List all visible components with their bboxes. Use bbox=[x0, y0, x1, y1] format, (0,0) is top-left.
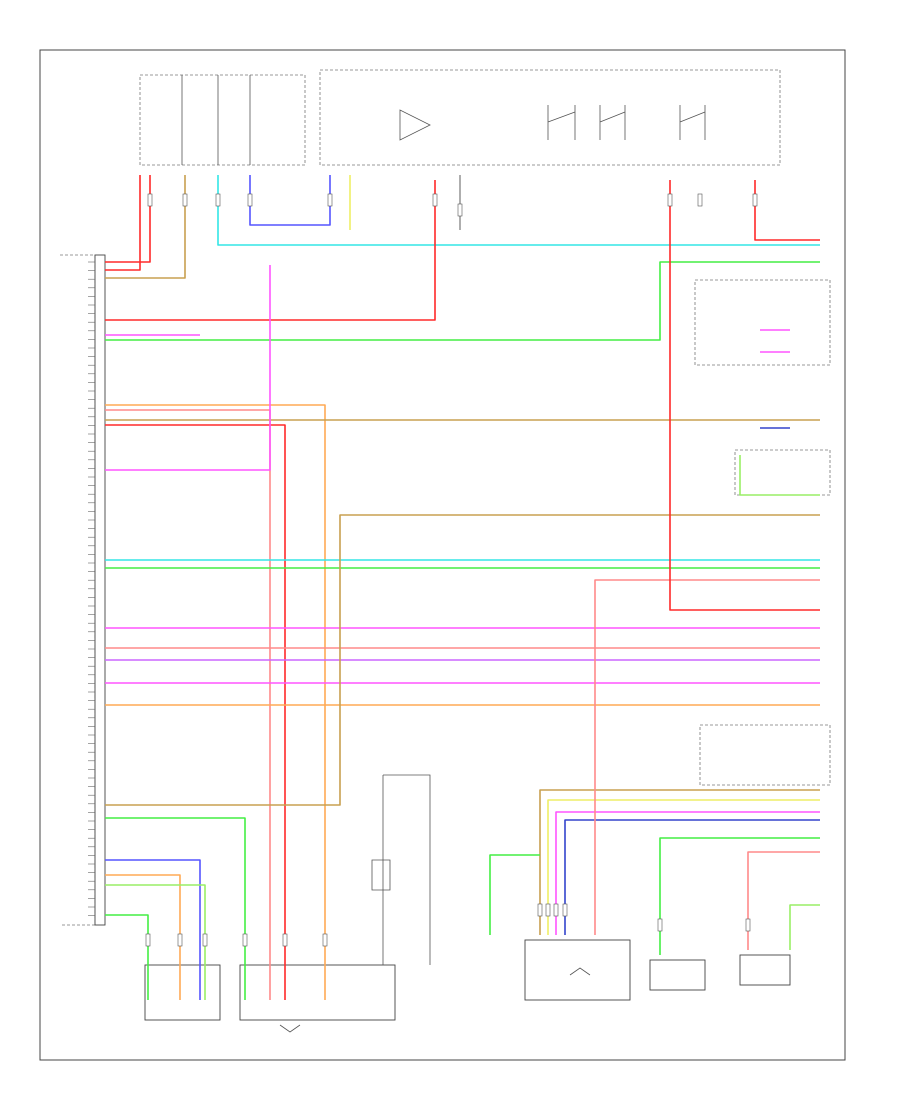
wire-cyan-top bbox=[217, 175, 820, 246]
connector-icon bbox=[247, 193, 253, 207]
connector-icon bbox=[147, 193, 153, 207]
ecm-pin-ticks bbox=[88, 261, 95, 916]
wire-magenta-right-module bbox=[760, 329, 790, 353]
wire-lightgreen-right bbox=[739, 455, 820, 496]
wire-pink-sensor2 bbox=[747, 851, 820, 950]
diagram-frame bbox=[39, 49, 846, 1061]
ground-icon bbox=[279, 1024, 301, 1033]
connector-icon bbox=[537, 903, 543, 917]
wire-green-sensor bbox=[105, 914, 149, 1000]
connector-icon bbox=[242, 933, 248, 947]
wire-green-top bbox=[105, 261, 820, 341]
connector-icon bbox=[177, 933, 183, 947]
right-modules bbox=[694, 279, 831, 786]
wire-red-top-1 bbox=[105, 175, 151, 263]
switch-icon bbox=[569, 967, 591, 976]
connector-icon bbox=[215, 193, 221, 207]
wire-pink-solenoid bbox=[594, 579, 820, 935]
connector-icon bbox=[553, 903, 559, 917]
right-module-lower-outline bbox=[699, 724, 831, 786]
wire-lightgreen-down bbox=[105, 884, 206, 1000]
speed-sensor-1 bbox=[649, 959, 706, 991]
relay-switch-3-icon bbox=[599, 105, 626, 140]
resistor-icon bbox=[371, 859, 391, 891]
wire-lightgreen-sensor2 bbox=[789, 904, 820, 950]
relay-switch-1-icon bbox=[399, 109, 431, 141]
wire-red-mid bbox=[105, 180, 436, 321]
connector-icon bbox=[667, 193, 673, 207]
connector-icon bbox=[202, 933, 208, 947]
transmission-control-switch bbox=[239, 964, 396, 1021]
connector-icon bbox=[697, 193, 703, 207]
speed-sensor-2 bbox=[739, 954, 791, 986]
connector-icon bbox=[545, 903, 551, 917]
connector-icon bbox=[457, 203, 463, 217]
wire-orange-down bbox=[105, 874, 181, 1000]
right-module-mid-outline bbox=[734, 449, 831, 496]
connector-icon bbox=[752, 193, 758, 207]
wire-magenta-solenoid bbox=[555, 811, 820, 935]
wire-blue-down bbox=[105, 859, 201, 1000]
wire-orange-vertical bbox=[105, 404, 326, 1000]
bottom-components bbox=[144, 774, 791, 1033]
relay-switch-2-icon bbox=[547, 105, 576, 140]
vertical-harness bbox=[382, 774, 431, 965]
wire-red-vertical bbox=[105, 424, 286, 1000]
wire-navy-solenoid bbox=[564, 819, 820, 935]
wire-tan-solenoid bbox=[539, 789, 820, 935]
connector-icon bbox=[327, 193, 333, 207]
connector-icon bbox=[432, 193, 438, 207]
connector-icon bbox=[657, 918, 663, 932]
fuse-box-left-outline bbox=[139, 74, 306, 166]
connector-layer bbox=[145, 193, 758, 947]
connector-icon bbox=[145, 933, 151, 947]
relay-box-center bbox=[319, 69, 781, 166]
relay-box-center-outline bbox=[319, 69, 781, 166]
connector-icon bbox=[745, 918, 751, 932]
relay-switch-4-icon bbox=[679, 105, 706, 140]
wire-harness-layer bbox=[105, 175, 820, 1000]
wire-yellow-solenoid bbox=[547, 799, 820, 935]
wire-green-solenoid bbox=[489, 854, 540, 935]
ecm-module bbox=[60, 254, 106, 926]
fuse-box-left bbox=[139, 74, 306, 166]
wire-blue-top bbox=[249, 175, 331, 226]
right-module-top-outline bbox=[694, 279, 831, 366]
wire-green-sensor1 bbox=[659, 837, 820, 955]
wire-red-top-2 bbox=[105, 175, 141, 271]
ecm-module-outline bbox=[60, 254, 96, 926]
connector-icon bbox=[562, 903, 568, 917]
wire-tan-top bbox=[105, 175, 186, 279]
wire-tan-loop bbox=[105, 514, 820, 806]
connector-icon bbox=[322, 933, 328, 947]
ecm-connector-strip bbox=[94, 254, 106, 926]
connector-icon bbox=[182, 193, 188, 207]
connector-icon bbox=[282, 933, 288, 947]
wire-red-right-top bbox=[754, 180, 820, 241]
wire-red-right bbox=[669, 180, 820, 611]
sensor-block-left bbox=[144, 964, 221, 1021]
wire-magenta-up bbox=[105, 265, 271, 471]
